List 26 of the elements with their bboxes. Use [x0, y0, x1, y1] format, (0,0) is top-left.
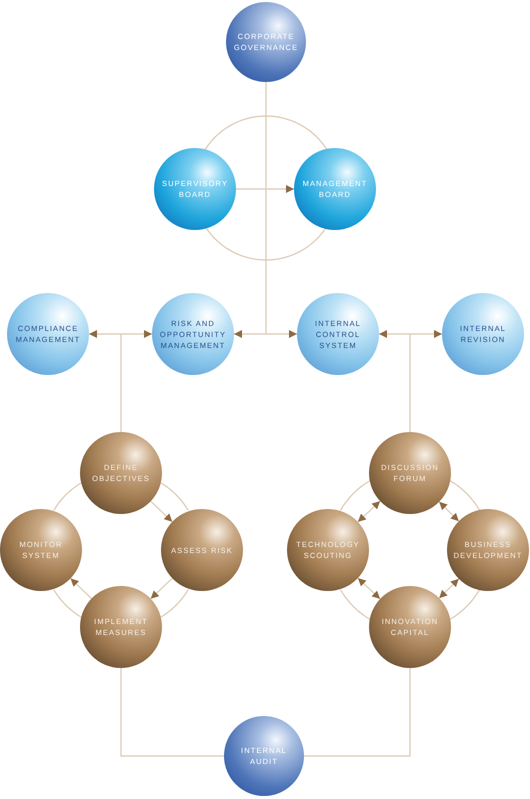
connector-line [160, 589, 189, 618]
connector-line [53, 482, 82, 511]
arrow [70, 578, 92, 599]
connector-line [204, 115, 328, 150]
connector-line [340, 589, 371, 620]
connector-line [449, 480, 480, 511]
arrow [234, 330, 297, 338]
connector-line [120, 334, 122, 432]
connector-line [304, 668, 411, 757]
arrow [379, 330, 442, 338]
connector-line [53, 589, 82, 618]
connector-line [449, 589, 480, 620]
arrow [89, 330, 152, 338]
arrow [438, 501, 460, 522]
connector-line [340, 480, 371, 511]
connector-line [409, 334, 411, 432]
connector-line [160, 482, 189, 511]
arrow [150, 578, 173, 600]
arrow [438, 578, 460, 599]
connector-line [120, 668, 224, 757]
arrow [236, 185, 294, 193]
connector-line [206, 228, 326, 261]
arrow [357, 500, 381, 522]
arrow [357, 578, 381, 600]
connector-line [265, 82, 267, 334]
arrow [150, 500, 173, 522]
